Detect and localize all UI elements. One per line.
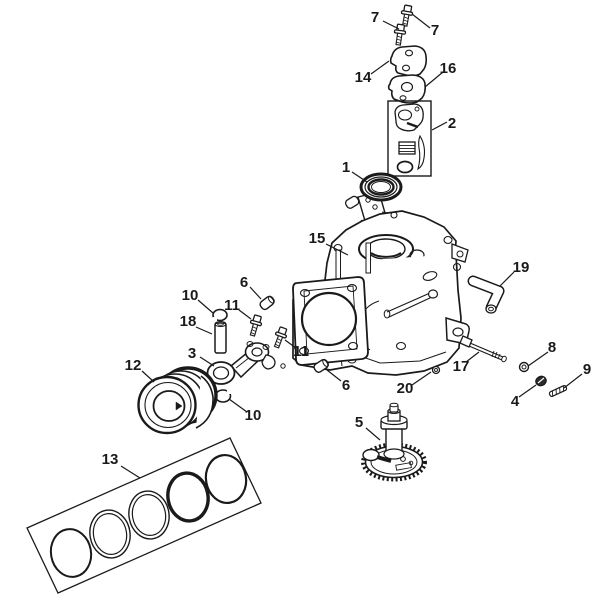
- leader-line-16: [424, 71, 444, 88]
- leader-line-10: [197, 299, 214, 314]
- part-piston-12: [137, 366, 218, 435]
- part-rod-bolt-11-lower: [270, 325, 290, 350]
- leader-line-10: [228, 398, 248, 413]
- part-bolt-7-a: [398, 4, 415, 28]
- part-camshaft-5: [361, 402, 427, 482]
- part-washer-8: [518, 361, 530, 373]
- leader-line-11: [238, 309, 252, 320]
- crankcase-cylinder-face: [292, 276, 369, 366]
- leader-line-4: [518, 384, 537, 398]
- leader-line-19: [499, 271, 515, 287]
- leader-line-14: [370, 60, 390, 75]
- part-stud-rod-17: [459, 335, 507, 363]
- part-oil-seal-1: [359, 172, 403, 202]
- leader-line-15: [325, 243, 349, 256]
- leader-lines: [120, 13, 583, 479]
- leader-line-18: [195, 326, 213, 335]
- part-connecting-rod-3: [206, 341, 286, 385]
- leader-line-7: [411, 13, 431, 29]
- leader-line-13: [120, 465, 141, 479]
- leader-line-9: [563, 373, 583, 389]
- ring-box-outline: [26, 437, 262, 594]
- leader-line-8: [527, 351, 549, 367]
- kit-box-outline: [387, 100, 432, 177]
- part-spring-pin-9: [548, 384, 568, 398]
- part-plug-4: [535, 375, 547, 387]
- part-dowel-6-upper: [258, 294, 277, 312]
- part-snap-ring-10-lower: [214, 389, 232, 403]
- part-snap-ring-10-upper: [212, 308, 228, 322]
- leader-line-11: [284, 339, 297, 349]
- leader-line-17: [465, 351, 480, 363]
- leader-line-6: [326, 369, 342, 382]
- leader-line-7: [382, 20, 400, 30]
- leader-line-20: [411, 371, 432, 386]
- leader-line-2: [431, 121, 448, 131]
- part-breather-plate-16: [387, 74, 426, 104]
- part-elbow-hose-19: [467, 275, 505, 314]
- leader-line-3: [199, 356, 215, 367]
- part-washer-20: [431, 365, 441, 375]
- part-gasket-kit-2: [387, 100, 432, 177]
- crankcase-oil-tube: [383, 289, 439, 319]
- leader-line-6: [249, 286, 262, 300]
- leader-line-1: [351, 171, 368, 183]
- crankcase-bearing-collar: [358, 234, 425, 264]
- part-piston-pin-18: [214, 321, 227, 354]
- leader-line-12: [141, 370, 155, 383]
- part-cover-plate-14: [389, 45, 428, 77]
- leader-line-5: [365, 427, 381, 441]
- part-ring-set-13: [26, 437, 262, 594]
- part-crankcase-15: [292, 191, 470, 376]
